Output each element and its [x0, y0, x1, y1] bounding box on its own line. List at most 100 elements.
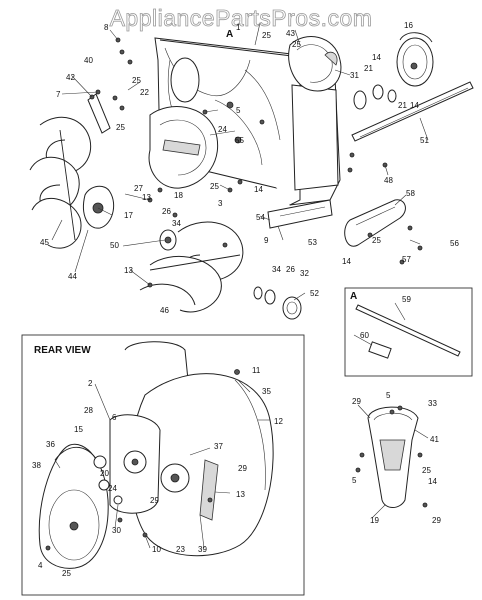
- callout-25: 25: [422, 466, 431, 475]
- callout-29: 29: [432, 516, 441, 525]
- auger-hub-part: [148, 106, 219, 189]
- callout-43: 43: [286, 29, 295, 38]
- callout-13: 13: [236, 490, 245, 499]
- callout-25: 25: [62, 569, 71, 578]
- callout-40: 40: [84, 56, 93, 65]
- callout-34: 34: [172, 219, 181, 228]
- axle-end-parts: [253, 286, 302, 320]
- callout-17: 17: [124, 211, 133, 220]
- callout-58: 58: [406, 189, 415, 198]
- callout-42: 42: [66, 73, 75, 82]
- callout-14: 14: [254, 185, 263, 194]
- callout-5: 5: [352, 476, 357, 485]
- hardware-fasteners: [95, 37, 423, 288]
- belt-guard-part: [344, 199, 406, 247]
- callout-32: 32: [300, 269, 309, 278]
- top-pulley-part: [396, 32, 434, 87]
- callout-39: 39: [198, 545, 207, 554]
- callout-45: 45: [40, 238, 49, 247]
- callout-5: 5: [386, 391, 391, 400]
- callout-29: 29: [238, 464, 247, 473]
- callout-55: 55: [235, 136, 244, 145]
- callout-22: 22: [140, 88, 149, 97]
- watermark-text: AppliancePartsPros.com: [110, 5, 373, 31]
- callout-1: 1: [236, 23, 241, 32]
- callout-14: 14: [410, 101, 419, 110]
- gear-box-part: [83, 185, 177, 251]
- callout-50: 50: [110, 241, 119, 250]
- callout-2: 2: [88, 379, 93, 388]
- callout-13: 13: [124, 266, 133, 275]
- callout-15: 15: [74, 425, 83, 434]
- callout-54: 54: [256, 213, 265, 222]
- callout-30: 30: [112, 526, 121, 535]
- callout-26: 26: [162, 207, 171, 216]
- callout-3: 3: [218, 199, 223, 208]
- rear-view-title: REAR VIEW: [34, 345, 91, 356]
- callout-21: 21: [364, 64, 373, 73]
- callout-41: 41: [430, 435, 439, 444]
- mounting-bracket-part: [267, 199, 333, 229]
- callout-27: 27: [134, 184, 143, 193]
- callout-21: 21: [398, 101, 407, 110]
- callout-28: 28: [84, 406, 93, 415]
- left-auger-spiral: [29, 116, 92, 249]
- callout-29: 29: [150, 496, 159, 505]
- bearing-set-part: [353, 84, 397, 110]
- detail-a-box: [344, 287, 473, 377]
- callout-44: 44: [68, 272, 77, 281]
- callout-48: 48: [384, 176, 393, 185]
- callout-6: 6: [112, 413, 117, 422]
- callout-16: 16: [404, 21, 413, 30]
- callout-18: 18: [174, 191, 183, 200]
- callout-7: 7: [56, 90, 61, 99]
- callout-14: 14: [342, 257, 351, 266]
- section-a-label-top: A: [226, 29, 233, 40]
- callout-38: 38: [32, 461, 41, 470]
- callout-25: 25: [262, 31, 271, 40]
- callout-57: 57: [402, 255, 411, 264]
- callout-25: 25: [132, 76, 141, 85]
- callout-37: 37: [214, 442, 223, 451]
- callout-31: 31: [350, 71, 359, 80]
- chute-assembly-part: [355, 405, 428, 508]
- callout-4: 4: [38, 561, 43, 570]
- callout-36: 36: [46, 440, 55, 449]
- support-arm-part: [87, 93, 111, 134]
- callout-25: 25: [210, 182, 219, 191]
- callout-25: 25: [372, 236, 381, 245]
- callout-46: 46: [160, 306, 169, 315]
- callout-59: 59: [402, 295, 411, 304]
- callout-11: 11: [252, 366, 261, 375]
- callout-labels: 8 40 42 7 25 22 25 5 24 55 1 25 43 25 31…: [32, 21, 459, 578]
- callout-10: 10: [152, 545, 161, 554]
- callout-52: 52: [310, 289, 319, 298]
- callout-25: 25: [292, 40, 301, 49]
- drive-shaft-part: [351, 81, 474, 142]
- callout-53: 53: [308, 238, 317, 247]
- callout-9: 9: [264, 236, 269, 245]
- callout-13: 13: [142, 193, 151, 202]
- rear-view-box: [21, 334, 305, 596]
- callout-14: 14: [428, 477, 437, 486]
- callout-14: 14: [372, 53, 381, 62]
- callout-51: 51: [420, 136, 429, 145]
- chute-ring-part: [288, 36, 342, 92]
- callout-12: 12: [274, 417, 283, 426]
- callout-25: 25: [116, 123, 125, 132]
- leader-lines: [51, 22, 429, 549]
- callout-8: 8: [104, 23, 109, 32]
- section-a-label-detail: A: [350, 291, 357, 302]
- callout-19: 19: [370, 516, 379, 525]
- callout-5: 5: [236, 106, 241, 115]
- callout-56: 56: [450, 239, 459, 248]
- right-auger-spiral: [139, 221, 244, 313]
- callout-60: 60: [360, 331, 369, 340]
- callout-35: 35: [262, 387, 271, 396]
- callout-24: 24: [218, 125, 227, 134]
- callout-33: 33: [428, 399, 437, 408]
- callout-34: 34: [272, 265, 281, 274]
- callout-20: 20: [100, 469, 109, 478]
- callout-23: 23: [176, 545, 185, 554]
